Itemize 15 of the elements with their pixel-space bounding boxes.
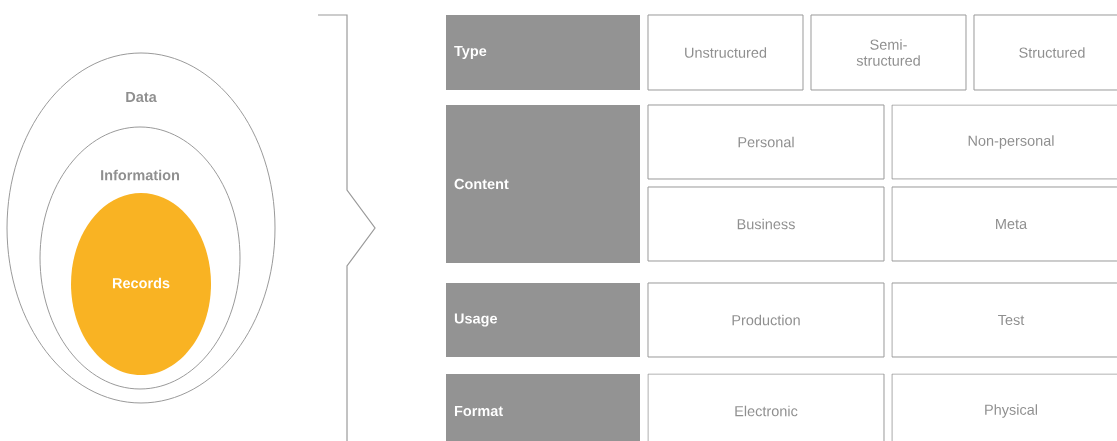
- category-box: Unstructured: [647, 14, 804, 91]
- header-box: Format: [446, 374, 640, 441]
- header-box: Type: [446, 15, 640, 90]
- category-box: Structured: [973, 14, 1117, 91]
- category-box: Business: [647, 186, 885, 262]
- category-box: Non-personal: [891, 104, 1117, 180]
- header-box: Content: [446, 105, 640, 263]
- category-box: Physical: [891, 373, 1117, 441]
- category-box: Personal: [647, 104, 885, 180]
- category-box: Semi-structured: [810, 14, 967, 91]
- header-box: Usage: [446, 283, 640, 357]
- category-box: Test: [891, 282, 1117, 358]
- category-box: Electronic: [647, 373, 885, 441]
- category-box: Production: [647, 282, 885, 358]
- category-box: Meta: [891, 186, 1117, 262]
